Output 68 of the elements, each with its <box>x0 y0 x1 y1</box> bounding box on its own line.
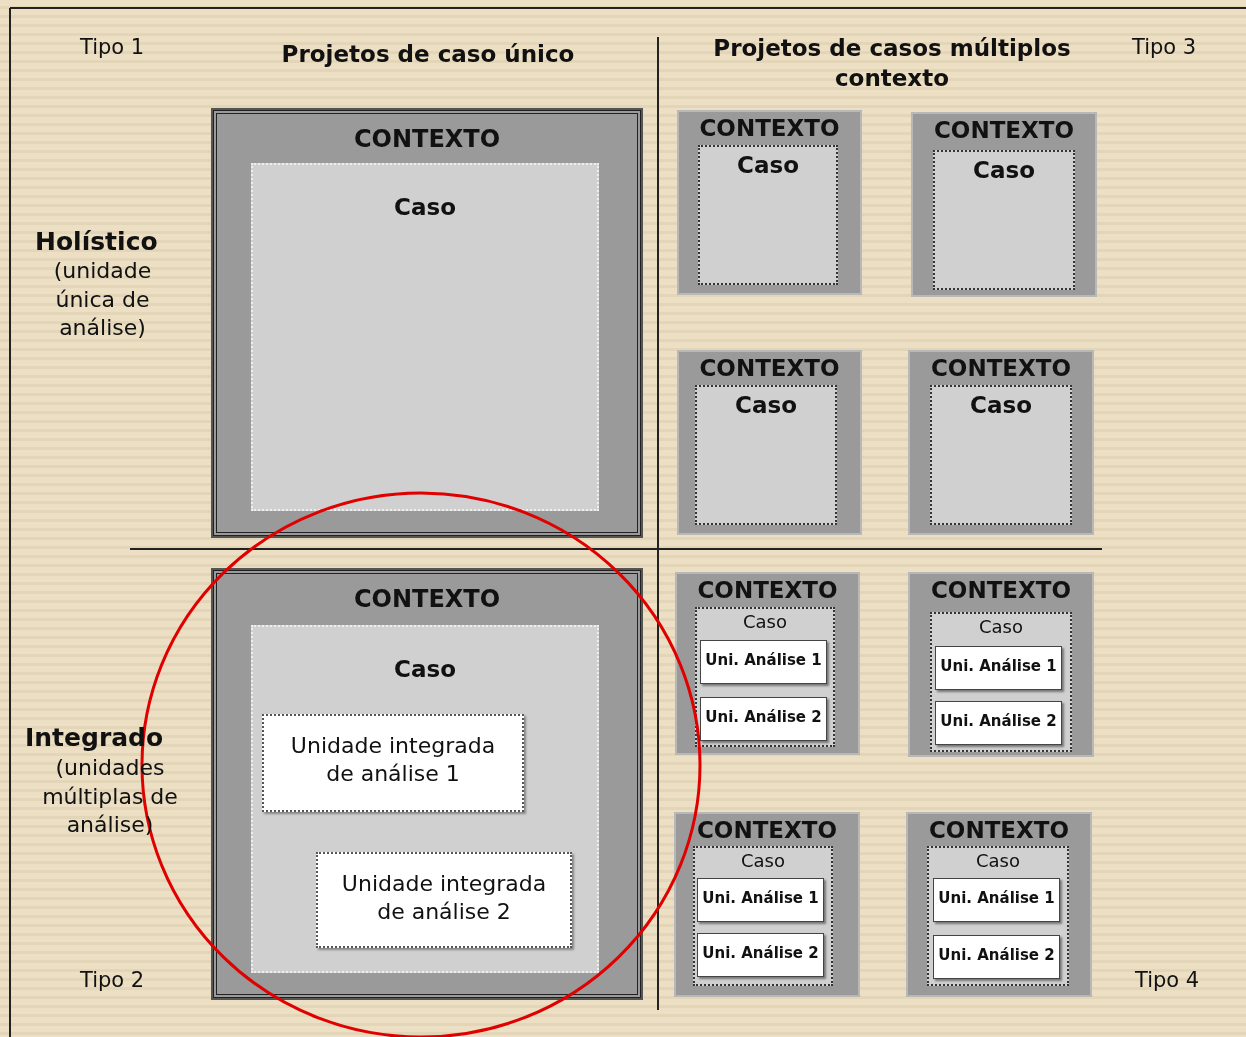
context-panel <box>908 350 1094 535</box>
unit-label: Uni. Análise 1 <box>701 889 820 908</box>
analysis-unit-box <box>935 646 1062 690</box>
unit-label: Unidade integrada de análise 2 <box>340 870 548 925</box>
quadrant-label: Tipo 2 <box>80 967 145 994</box>
analysis-unit-box <box>935 701 1062 745</box>
quadrant-label: Tipo 4 <box>1135 967 1200 994</box>
case-panel <box>251 163 599 511</box>
context-heading: CONTEXTO <box>695 816 839 845</box>
context-panel <box>213 570 641 998</box>
context-heading: CONTEXTO <box>696 576 839 605</box>
context-heading: CONTEXTO <box>929 354 1073 383</box>
case-heading: Caso <box>972 156 1036 185</box>
analysis-unit-box <box>262 714 524 812</box>
case-panel <box>251 625 599 973</box>
analysis-unit-box <box>697 933 824 977</box>
context-panel <box>213 110 641 536</box>
unit-label: Uni. Análise 2 <box>937 946 1056 965</box>
case-panel <box>930 612 1072 752</box>
context-heading: CONTEXTO <box>698 354 841 383</box>
context-panel <box>677 110 862 295</box>
analysis-unit-box <box>700 697 827 741</box>
context-heading: CONTEXTO <box>932 116 1076 145</box>
column-heading: Projetos de caso único <box>280 40 576 69</box>
row-heading: Holístico <box>35 226 158 258</box>
context-panel <box>911 112 1097 297</box>
case-heading: Caso <box>393 655 457 684</box>
context-heading: CONTEXTO <box>698 114 841 143</box>
unit-label: Uni. Análise 2 <box>701 944 820 963</box>
row-subheading: (unidade única de análise) <box>52 257 153 343</box>
analysis-unit-box <box>700 640 827 684</box>
case-panel <box>698 145 838 285</box>
column-heading: Projetos de casos múltiplos contexto <box>712 34 1072 93</box>
analysis-unit-box <box>316 852 572 948</box>
context-heading: CONTEXTO <box>352 124 502 154</box>
case-panel <box>933 150 1075 290</box>
quadrant-label: Tipo 3 <box>1132 34 1197 61</box>
case-panel <box>693 846 833 986</box>
case-heading: Caso <box>742 611 788 634</box>
unit-label: Uni. Análise 2 <box>939 712 1058 731</box>
case-heading: Caso <box>393 193 457 222</box>
unit-label: Uni. Análise 1 <box>937 889 1056 908</box>
case-heading: Caso <box>975 850 1021 873</box>
quadrant-label: Tipo 1 <box>80 34 145 61</box>
case-panel <box>927 846 1069 986</box>
case-heading: Caso <box>734 391 798 420</box>
analysis-unit-box <box>697 878 824 922</box>
context-panel <box>906 812 1092 997</box>
context-heading: CONTEXTO <box>352 584 502 614</box>
context-panel <box>675 572 860 755</box>
case-heading: Caso <box>969 391 1033 420</box>
analysis-unit-box <box>933 935 1060 979</box>
context-heading: CONTEXTO <box>927 816 1071 845</box>
unit-label: Unidade integrada de análise 1 <box>289 732 497 787</box>
unit-label: Uni. Análise 1 <box>939 657 1058 676</box>
unit-label: Uni. Análise 2 <box>704 708 823 727</box>
case-panel <box>930 385 1072 525</box>
context-panel <box>677 350 862 535</box>
case-panel <box>695 607 835 747</box>
context-panel <box>674 812 860 997</box>
case-panel <box>695 385 837 525</box>
context-panel <box>908 572 1094 757</box>
case-heading: Caso <box>740 850 786 873</box>
context-heading: CONTEXTO <box>929 576 1073 605</box>
analysis-unit-box <box>933 878 1060 922</box>
case-heading: Caso <box>978 616 1024 639</box>
unit-label: Uni. Análise 1 <box>704 651 823 670</box>
case-heading: Caso <box>736 151 800 180</box>
